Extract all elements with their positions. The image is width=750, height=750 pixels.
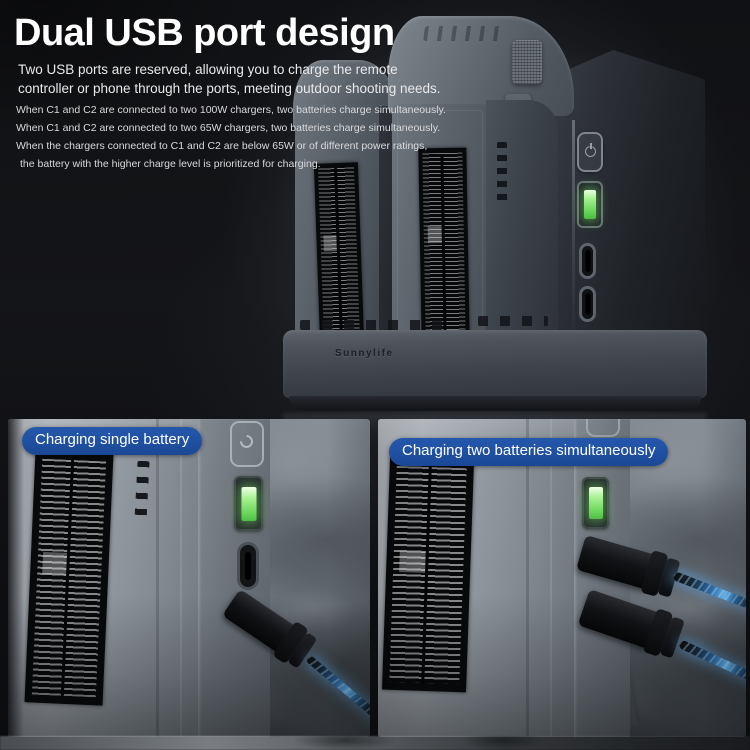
battery-latch-grip [512,40,542,84]
battery-level-indicator-closeup [234,476,263,531]
led-green-bar [241,486,256,521]
battery-spec-label-closeup [381,457,475,693]
brand-emboss-text: Sunnylife [335,348,394,359]
led-green-bar [584,190,596,219]
battery-right-cap [388,16,574,116]
battery-spec-label [313,162,365,344]
usb-c-slot [585,250,590,272]
battery-spec-label [418,147,470,343]
hub-vents [300,320,450,330]
battery-level-indicator-closeup [582,477,609,529]
power-button-closeup [586,419,620,437]
panel-badge: Charging two batteries simultaneously [389,438,669,466]
battery-vents [497,142,507,204]
usb-c-slot [585,293,590,315]
usb-c-port-closeup [237,542,259,590]
usb-c-port-1 [579,243,596,279]
spec-label-graphic [323,235,338,252]
battery-spec-label-closeup [24,450,114,706]
battery-cap-vents [422,26,504,41]
hub-side-face [198,419,270,737]
battery-level-indicator [577,181,603,228]
panel-edge-shadow [8,419,24,737]
power-button-closeup [230,421,264,467]
panel-charging-single-battery: Charging single battery [8,419,370,737]
power-icon [237,432,256,451]
hub-base: Sunnylife [283,330,707,398]
usb-c-port-2 [579,286,596,322]
panel-badge: Charging single battery [22,427,203,455]
spec-label-graphic [399,550,426,573]
battery-right-curved-side [486,100,558,352]
panel-charging-two-batteries: Charging two batteries simultaneously [378,419,746,737]
power-icon [585,146,596,157]
floor-reflection [0,736,750,750]
hub-vents [478,316,548,326]
spec-label-graphic [427,225,443,244]
led-green-bar [588,487,603,519]
power-button [577,132,603,172]
hub-edge-highlight [572,120,575,342]
hub-base-lip [289,396,701,411]
spec-label-graphic [42,551,67,576]
